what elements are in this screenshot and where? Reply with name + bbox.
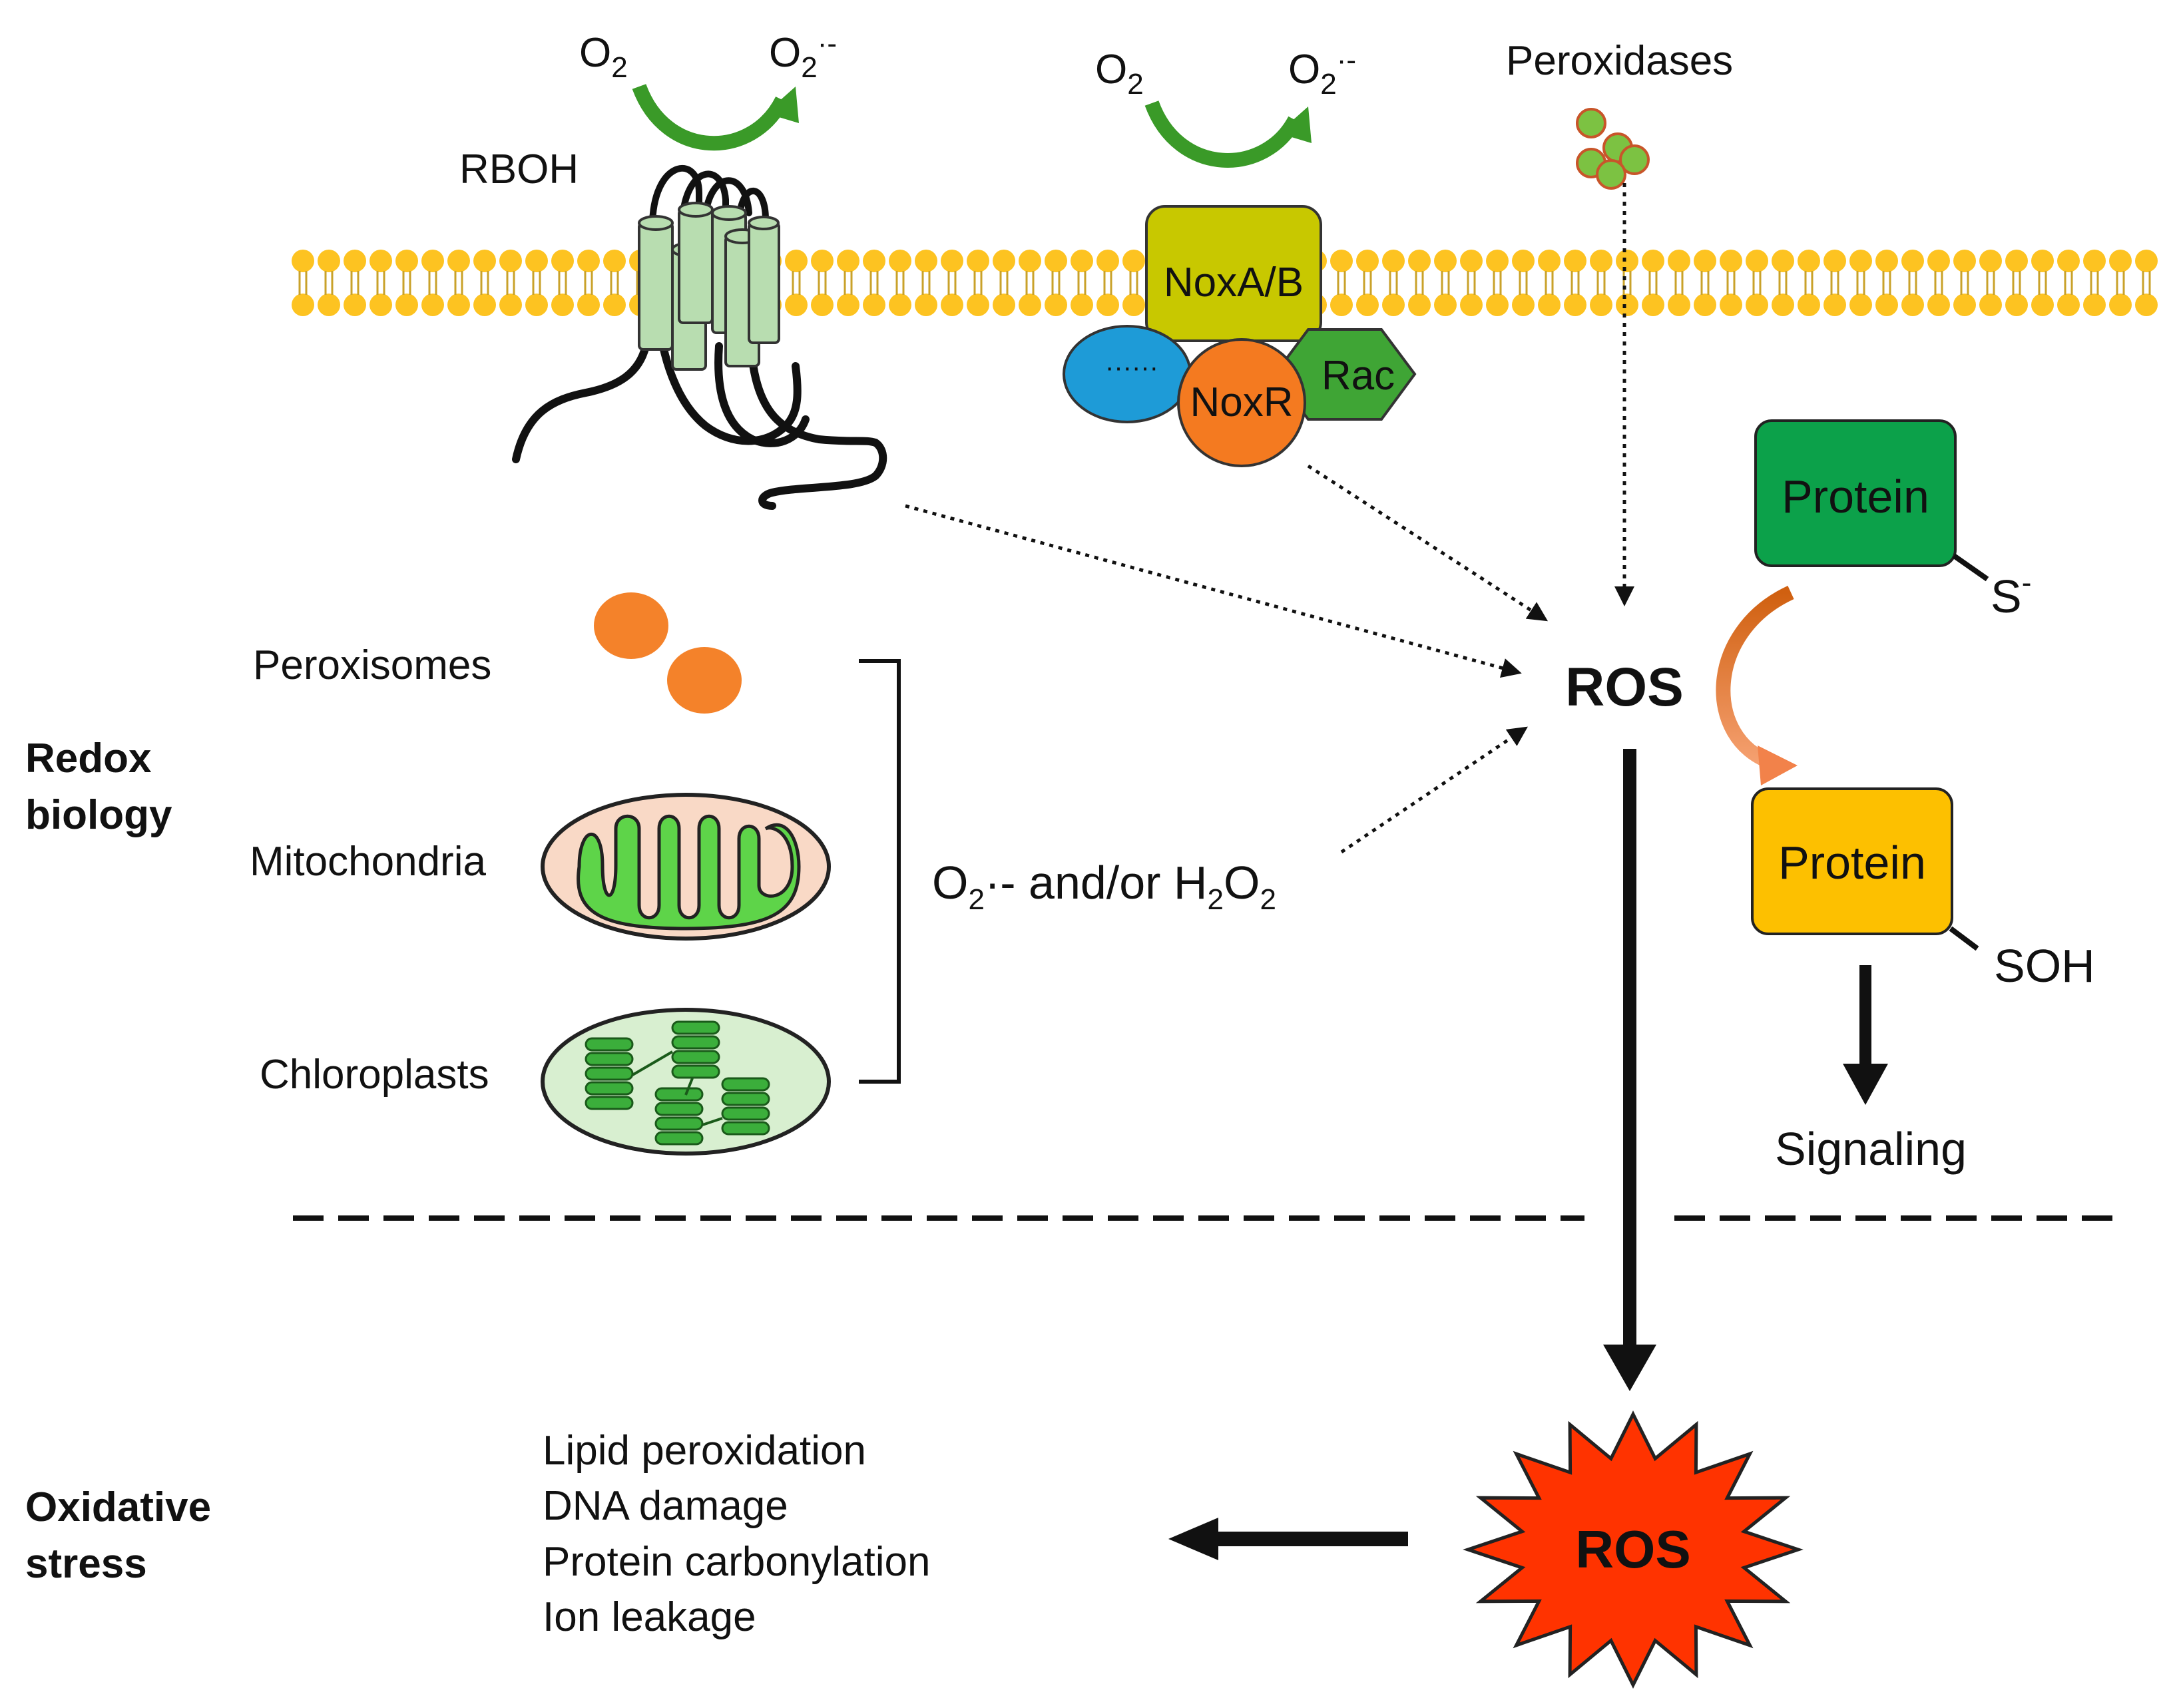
peroxisome-2	[667, 647, 742, 714]
rboh-top-loops	[649, 165, 769, 230]
thiolate-bond	[1952, 553, 1989, 582]
peroxidases-label: Peroxidases	[1506, 38, 1733, 84]
nox-reaction: O2 O2·-	[1095, 44, 1356, 168]
protein-reduced-label: Protein	[1782, 471, 1929, 523]
peroxisomes-label: Peroxisomes	[253, 642, 491, 688]
peroxidase-particles	[1576, 108, 1650, 190]
oxidative-stress-line1: Oxidative	[25, 1484, 211, 1530]
oxidation-arrowhead	[1758, 746, 1798, 785]
organelle-bracket	[859, 659, 901, 1084]
noxr-subunit	[1177, 338, 1306, 467]
nox-o2: O2	[1095, 47, 1144, 101]
mitochondria-label: Mitochondria	[250, 839, 486, 885]
protein-oxidized-label: Protein	[1778, 837, 1926, 889]
chloroplasts-label: Chloroplasts	[260, 1052, 489, 1098]
rboh-superoxide: O2·-	[769, 27, 837, 84]
rboh-reaction: O2 O2·-	[579, 27, 837, 151]
damage-arrowhead	[1168, 1518, 1218, 1560]
ros-burst: ROS	[1463, 1410, 1804, 1689]
damage-effect-item: DNA damage	[543, 1483, 788, 1529]
noxab-label: NoxA/B	[1164, 260, 1304, 306]
oxidative-stress-line2: stress	[25, 1541, 147, 1587]
dotted-arrows	[905, 183, 1634, 854]
redox-biology-line2: biology	[25, 792, 172, 838]
ros-burst-star	[1463, 1410, 1804, 1689]
rac-label: Rac	[1322, 353, 1395, 399]
dotted-arrow-nox	[1307, 464, 1549, 622]
organelle-ros-species: O2·- and/or H2O2	[932, 857, 1276, 916]
ros-burst-label: ROS	[1575, 1520, 1690, 1579]
rboh-chain	[512, 289, 887, 510]
ros-down-arrowhead	[1603, 1345, 1656, 1391]
chloroplast-icon	[541, 1008, 831, 1156]
nox-complex: NoxA/B ······ Rac NoxR	[1063, 205, 1417, 467]
sulfenic-bond	[1949, 926, 1979, 951]
signaling-label: Signaling	[1775, 1123, 1967, 1175]
peroxisome-1	[594, 592, 668, 659]
peroxidases: Peroxidases	[1506, 38, 1733, 190]
sulfenic-group: SOH	[1994, 940, 2095, 992]
damage-effect-item: Ion leakage	[543, 1594, 756, 1640]
dotted-arrow-organelles	[1340, 726, 1528, 854]
redox-biology-line1: Redox	[25, 736, 152, 781]
rboh-label: RBOH	[459, 146, 579, 192]
oxidation-arrow	[1716, 586, 1794, 769]
mitochondrion-icon	[541, 793, 831, 941]
blue-subunit-dots: ······	[1105, 353, 1158, 382]
signaling-arrowhead	[1843, 1064, 1888, 1105]
rboh-green-arrow	[632, 83, 789, 151]
section-labels: Redox biology Oxidative stress	[25, 736, 211, 1587]
thylakoid-stacks	[585, 1020, 770, 1146]
noxr-label: NoxR	[1190, 379, 1293, 425]
damage-effects-list: Lipid peroxidation DNA damage Protein ca…	[543, 1428, 930, 1640]
nox-green-arrow	[1144, 100, 1302, 168]
rboh-o2: O2	[579, 30, 628, 84]
dotted-arrow-rboh	[905, 504, 1522, 678]
rboh-enzyme: RBOH	[459, 146, 887, 510]
nox-superoxide: O2·-	[1288, 44, 1356, 101]
protein-oxidized-box	[1751, 787, 1953, 935]
protein-reduced-box	[1754, 419, 1957, 567]
organelles: Peroxisomes Mitochondria Chloroplasts	[250, 592, 1276, 1156]
thiolate-group: S-	[1991, 566, 2031, 622]
protein-redox-switch: Protein S- Protein SOH Signaling	[1716, 419, 2095, 1175]
ros-center-label: ROS	[1565, 657, 1684, 718]
nox-arrowhead	[1278, 107, 1312, 143]
damage-effect-item: Protein carbonylation	[543, 1539, 930, 1585]
rboh-arrowhead	[766, 87, 799, 123]
rboh-helices	[638, 202, 780, 371]
damage-effect-item: Lipid peroxidation	[543, 1428, 866, 1474]
